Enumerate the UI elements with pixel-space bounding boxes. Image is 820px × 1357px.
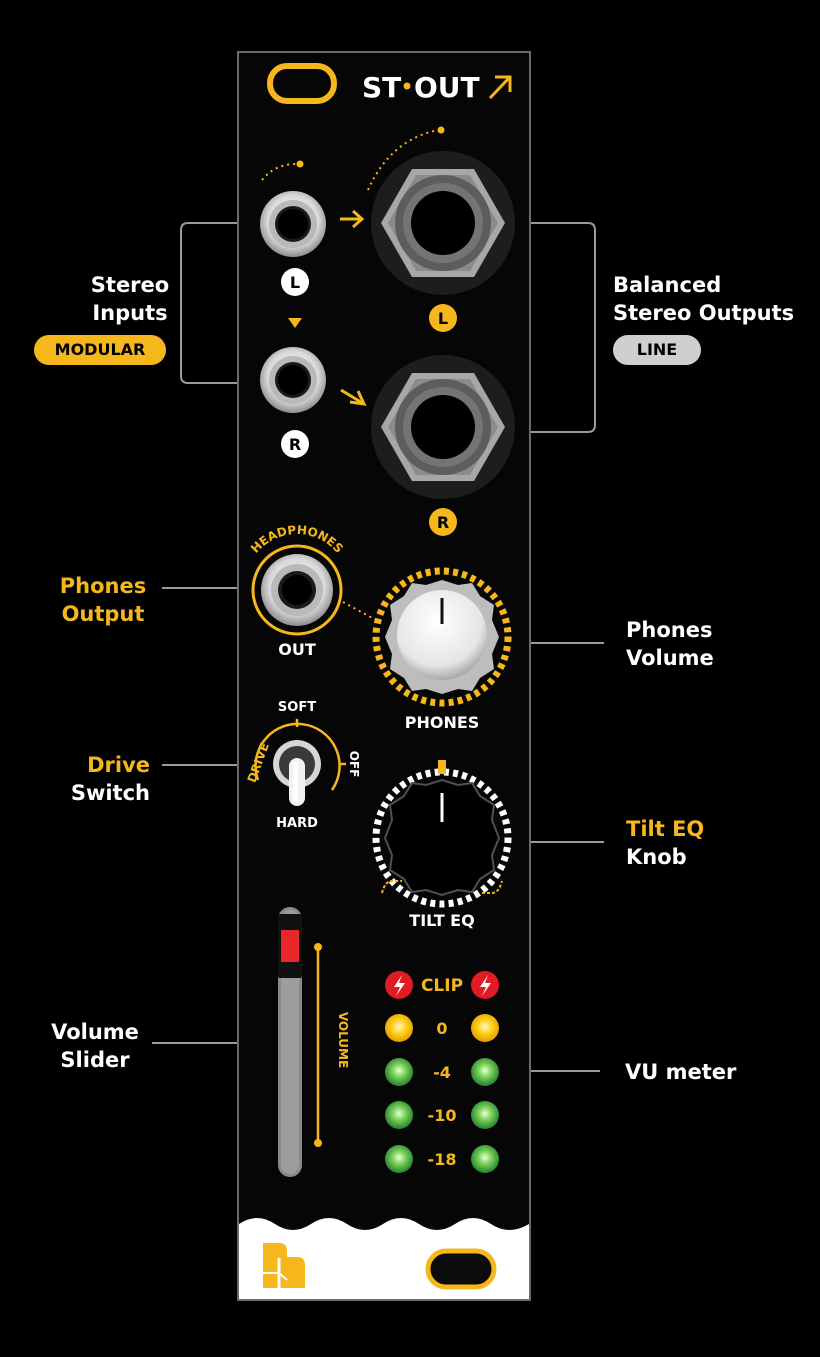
output-jack-l <box>367 126 515 295</box>
tilt-eq-label: TILT EQ <box>409 911 474 930</box>
volume-slider-line2: Slider <box>60 1048 130 1072</box>
balanced-outputs-line2: Stereo Outputs <box>613 301 795 325</box>
drive-switch-line1: Drive <box>87 753 150 777</box>
logo-oval-icon <box>267 63 337 104</box>
balanced-outputs-callout: Balanced Stereo Outputs <box>613 271 794 327</box>
led-4-left <box>385 1058 413 1086</box>
tilt-eq-callout: Tilt EQ Knob <box>626 815 704 871</box>
vu-meter <box>385 971 499 1173</box>
title-st: ST <box>362 71 401 104</box>
output-l-badge <box>429 304 457 332</box>
output-r-badge <box>429 508 457 536</box>
line-pill: LINE <box>613 335 701 365</box>
phones-knob-label: PHONES <box>405 713 480 732</box>
phones-output-line1: Phones <box>59 574 147 598</box>
vu-level-18: -18 <box>428 1150 457 1169</box>
arrow-down-right-icon <box>340 388 367 406</box>
title-out: OUT <box>414 71 480 104</box>
led-0-left <box>385 1014 413 1042</box>
input-r-badge <box>281 430 309 458</box>
tilt-eq-line1: Tilt EQ <box>626 817 705 841</box>
drive-switch <box>254 719 346 806</box>
phones-volume-line1: Phones <box>626 618 713 642</box>
out-label: OUT <box>278 640 316 659</box>
led-10-right <box>471 1101 499 1129</box>
switch-off-label: OFF <box>347 751 361 778</box>
volume-slider-callout: Volume Slider <box>40 1018 150 1074</box>
clip-label: CLIP <box>421 976 463 996</box>
input-l-badge <box>281 268 309 296</box>
led-18-left <box>385 1145 413 1173</box>
modular-pill: MODULAR <box>34 335 166 365</box>
stereo-inputs-line1: Stereo <box>90 273 170 297</box>
led-10-left <box>385 1101 413 1129</box>
vu-level-10: -10 <box>428 1106 457 1125</box>
drive-switch-line2: Switch <box>70 781 150 805</box>
volume-slider-line1: Volume <box>51 1020 139 1044</box>
led-18-right <box>471 1145 499 1173</box>
led-4-right <box>471 1058 499 1086</box>
input-jack-l <box>260 160 326 257</box>
volume-vertical-label: VOLUME <box>336 1012 350 1068</box>
output-l-letter: L <box>438 309 448 328</box>
brand-logo-icon <box>263 1243 305 1289</box>
switch-soft-label: SOFT <box>278 700 316 715</box>
input-jack-r <box>260 347 326 413</box>
volume-slider <box>278 907 322 1177</box>
vu-meter-callout: VU meter <box>625 1060 737 1084</box>
vu-level-4: -4 <box>433 1063 451 1082</box>
inputs-bracket <box>180 222 262 384</box>
phones-knob <box>372 567 512 707</box>
input-r-letter: R <box>289 435 301 454</box>
outputs-bracket <box>513 222 596 433</box>
stereo-inputs-callout: Stereo Inputs <box>80 271 180 327</box>
drive-switch-callout: Drive Switch <box>60 751 150 807</box>
bottom-oval-icon <box>425 1248 497 1290</box>
output-jack-r <box>371 355 515 499</box>
switch-hard-label: HARD <box>276 816 318 831</box>
output-r-letter: R <box>437 513 449 532</box>
led-0-right <box>471 1014 499 1042</box>
phones-output-callout: Phones Output <box>48 572 158 628</box>
down-triangle-icon <box>288 318 302 328</box>
arrow-up-right-icon <box>488 75 512 100</box>
balanced-outputs-line1: Balanced <box>613 273 722 297</box>
vu-level-0: 0 <box>436 1019 447 1038</box>
tilt-eq-knob <box>372 760 512 908</box>
stereo-inputs-line2: Inputs <box>92 301 168 325</box>
phones-output-line2: Output <box>61 602 145 626</box>
phones-volume-callout: Phones Volume <box>626 616 714 672</box>
phones-volume-line2: Volume <box>626 646 714 670</box>
arrow-right-icon <box>340 209 365 229</box>
input-l-letter: L <box>290 273 300 292</box>
tilt-eq-line2: Knob <box>626 845 687 869</box>
headphones-jack <box>251 544 377 636</box>
title-dot-icon <box>403 82 411 90</box>
